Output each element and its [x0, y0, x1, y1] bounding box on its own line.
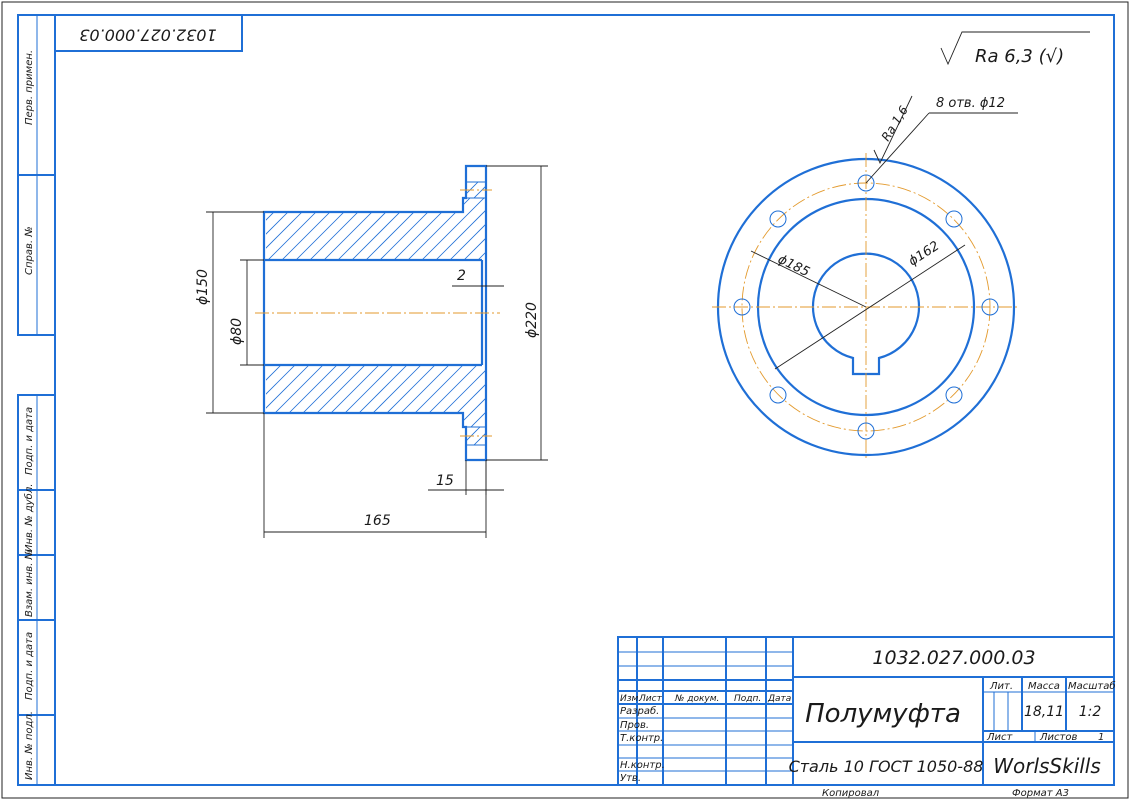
hatch-bottom [266, 365, 486, 427]
side-strip: Перв. примен. Справ. № Подп. и дата Инв.… [17, 14, 56, 786]
dim-165: 165 [263, 413, 487, 538]
section-view: ϕ150 ϕ80 ϕ220 2 15 165 [195, 164, 548, 538]
side-label-podp1: Подп. и дата [24, 407, 35, 475]
format-label: Формат A3 [1012, 788, 1069, 799]
front-view: ϕ185 ϕ162 Ra 1,6 8 отв. ϕ12 [712, 95, 1020, 461]
scale-label: Масштаб [1068, 680, 1116, 692]
dim-80: ϕ80 [229, 259, 264, 366]
title-org: WorlsSkills [993, 754, 1101, 778]
lit-label: Лит. [989, 681, 1013, 692]
title-name: Полумуфта [805, 699, 961, 729]
hole-roughness-text: Ra 1,6 [879, 103, 912, 143]
dim-15-text: 15 [436, 473, 454, 489]
hatch-top [266, 198, 486, 260]
dim-2-text: 2 [457, 268, 466, 284]
dim-150: ϕ150 [195, 211, 264, 414]
side-label-sprav: Справ. № [24, 226, 35, 275]
dim-185: ϕ185 [750, 250, 867, 308]
side-label-podp2: Подп. и дата [24, 632, 35, 700]
bore-with-keyway [811, 252, 921, 376]
side-label-inv-podl: Инв. № подл. [24, 711, 35, 780]
sheets-label: Листов [1039, 732, 1077, 743]
head-izm: Изм. [620, 694, 641, 704]
side-label-vzam: Взам. инв. № [24, 549, 35, 617]
bolt-holes [733, 174, 999, 440]
row-utv: Утв. [620, 773, 641, 784]
roughness-sign: Ra 6,3 (√) [940, 31, 1090, 67]
top-code-mirrored: 1032.027.000.03 [79, 26, 216, 45]
top-code-box: 1032.027.000.03 [54, 14, 243, 52]
title-block: 1032.027.000.03 Полумуфта Сталь 10 ГОСТ … [617, 636, 1116, 786]
head-podp: Подп. [734, 694, 761, 704]
row-prov: Пров. [620, 720, 649, 731]
roughness-text: Ra 6,3 (√) [975, 46, 1064, 67]
dim-220: ϕ220 [486, 165, 548, 461]
dim-185-text: ϕ185 [775, 252, 812, 280]
title-material: Сталь 10 ГОСТ 1050-88 [789, 757, 984, 776]
dim-150-text: ϕ150 [195, 269, 211, 305]
scale-value: 1:2 [1079, 704, 1102, 720]
dim-162: ϕ162 [774, 239, 966, 370]
sheets-value: 1 [1098, 732, 1104, 743]
holes-note-text: 8 отв. ϕ12 [936, 96, 1005, 111]
dim-220-text: ϕ220 [524, 302, 540, 338]
dim-2: 2 [452, 268, 504, 287]
sheet-label: Лист [986, 732, 1014, 743]
mass-value: 18,11 [1024, 704, 1064, 720]
hole-leader: Ra 1,6 8 отв. ϕ12 [865, 95, 1018, 184]
dim-165-text: 165 [364, 513, 391, 529]
side-label-perv: Перв. примен. [24, 50, 35, 125]
head-data: Дата [767, 694, 791, 704]
row-tkontr: Т.контр. [620, 733, 663, 744]
row-nkontr: Н.контр. [620, 760, 665, 771]
row-razrab: Разраб. [620, 705, 659, 717]
drawing-frame [54, 14, 1115, 786]
title-designation: 1032.027.000.03 [872, 647, 1035, 669]
side-label-inv-dubl: Инв. № дубл. [23, 484, 35, 552]
copied-label: Копировал [822, 788, 880, 799]
head-doc: № докум. [674, 694, 719, 704]
head-list: Лист [638, 694, 663, 704]
mass-label: Масса [1028, 681, 1060, 692]
dim-15: 15 [428, 460, 504, 495]
dim-162-text: ϕ162 [906, 239, 942, 270]
dim-80-text: ϕ80 [229, 318, 245, 345]
